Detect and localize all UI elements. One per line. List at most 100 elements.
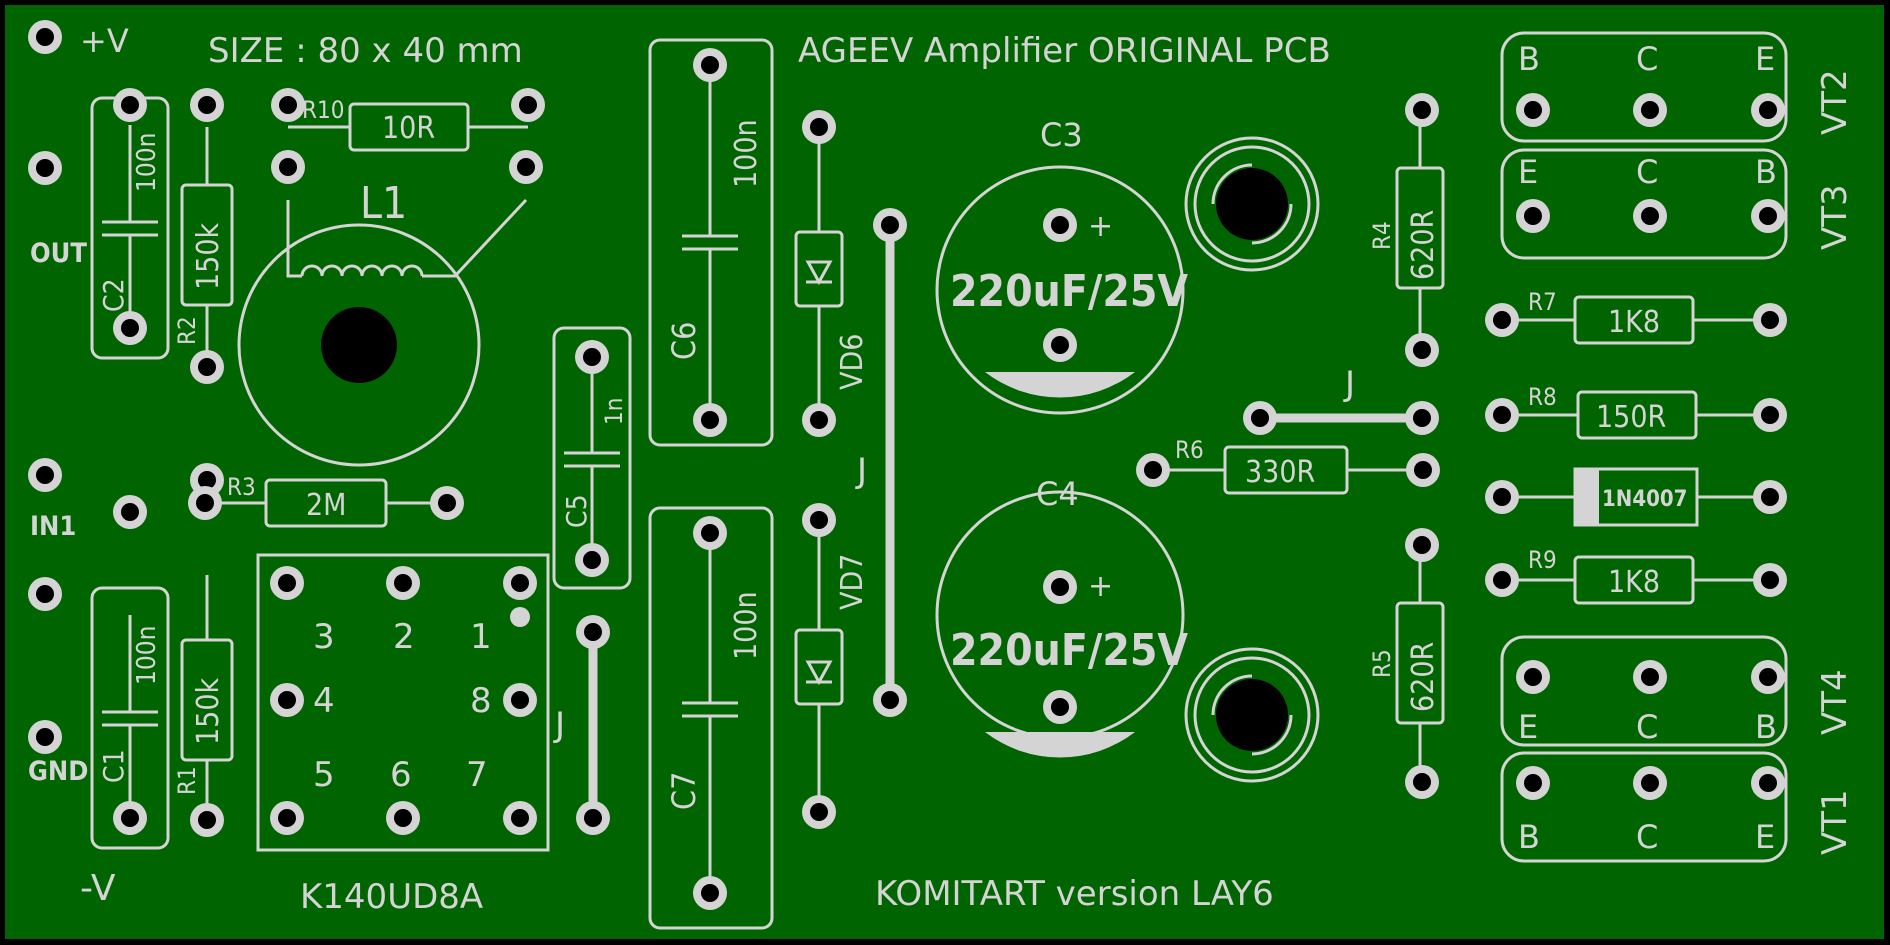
vt4-pin-e: E [1518,708,1538,746]
pad-drill [198,358,216,376]
pad-drill [810,411,828,429]
r1-ref: R1 [173,766,201,795]
pad-drill [1524,668,1542,686]
c3-plus: + [1088,209,1113,244]
pad-drill [1759,101,1777,119]
pad-drill [1413,101,1431,119]
vt2-pin-e: E [1755,40,1775,78]
pad-drill [278,574,296,592]
jumper-right-label: J [1343,364,1355,404]
pad-drill [121,319,139,337]
pad-drill [1051,578,1069,596]
pad-drill [394,574,412,592]
pad-drill [810,118,828,136]
r5-value: 620R [1406,642,1441,712]
pad-drill [278,809,296,827]
pad-drill [511,691,529,709]
c3-negative-band [985,372,1135,398]
r3-value: 2M [306,488,346,523]
ic-pin2: 2 [393,617,415,657]
ic-pin4: 4 [313,681,335,721]
pad-drill [517,158,535,176]
pad-drill [198,471,216,489]
pad-drill [1759,207,1777,225]
inductor-label: L1 [360,178,407,229]
pad-drill [1493,406,1511,424]
pad-drill [278,691,296,709]
pad-drill [1761,406,1779,424]
r4-ref: R4 [1368,221,1396,250]
r9-value: 1K8 [1608,565,1660,600]
pad-drill [1144,461,1162,479]
vt2-pin-c: C [1636,40,1658,78]
pad-drill [1493,571,1511,589]
ic-pin7: 7 [466,755,488,795]
pad-drill [36,466,54,484]
vd6-label: VD6 [835,334,870,390]
pad-drill [1761,571,1779,589]
vt3-pin-c: C [1636,153,1658,191]
board-size: SIZE : 80 x 40 mm [208,31,523,71]
pad-drill [1759,668,1777,686]
vt3-pin-b: B [1755,153,1777,191]
pad-drill [36,159,54,177]
pad-drill [121,96,139,114]
c5-value: 1n [600,398,628,425]
pad-drill [121,503,139,521]
mounting-hole [321,307,397,383]
r6-ref: R6 [1175,436,1204,464]
pad-drill [1251,409,1269,427]
c3-ref: C3 [1040,116,1083,154]
pad-drill [279,158,297,176]
pad-drill [1051,336,1069,354]
c1-ref: C1 [97,749,130,783]
pad-drill [198,811,216,829]
pad-drill [1524,207,1542,225]
c4-ref: C4 [1036,475,1079,513]
label-in1: IN1 [30,511,76,542]
pad-drill [701,56,719,74]
pad-drill [1524,101,1542,119]
r2-value: 150k [191,222,226,290]
pad-drill [1413,409,1431,427]
pad-drill [438,494,456,512]
vt1-pin-c: C [1636,818,1658,856]
jumper-center-label: J [855,451,867,491]
pad-drill [198,96,216,114]
vt4-label: VT4 [1815,669,1855,735]
ic-pin5: 5 [313,755,335,795]
pad-drill [1641,774,1659,792]
pad-drill [511,574,529,592]
c7-value: 100n [729,591,764,660]
r8-ref: R8 [1528,383,1557,411]
pad-drill [394,809,412,827]
d1-cathode-band [1575,469,1599,525]
r1-value: 150k [191,677,226,745]
ic-pin1-marker [510,607,530,627]
c7-ref: C7 [665,772,703,810]
ic-pin8: 8 [470,681,492,721]
pads [28,20,1787,910]
pad-drill [121,809,139,827]
pad-drill [279,96,297,114]
pad-drill [511,809,529,827]
pad-drill [1641,668,1659,686]
jumper-left-label: J [553,705,565,745]
r8-value: 150R [1596,400,1666,435]
c4-plus: + [1088,569,1113,604]
vt4-pin-c: C [1636,708,1658,746]
vt1-pin-b: B [1518,818,1540,856]
pad-drill [36,28,54,46]
pad-drill [36,585,54,603]
vt2-pin-b: B [1518,40,1540,78]
pad-drill [583,348,601,366]
pad-drill [1761,311,1779,329]
board-footer: KOMITART version LAY6 [875,874,1274,914]
r9-ref: R9 [1528,546,1557,574]
mounting-hole [1216,679,1288,751]
pad-drill [1413,773,1431,791]
pad-drill [36,728,54,746]
r10-value: 10R [382,111,435,146]
label-pos-v: +V [80,22,129,60]
board-substrate [5,5,1884,939]
